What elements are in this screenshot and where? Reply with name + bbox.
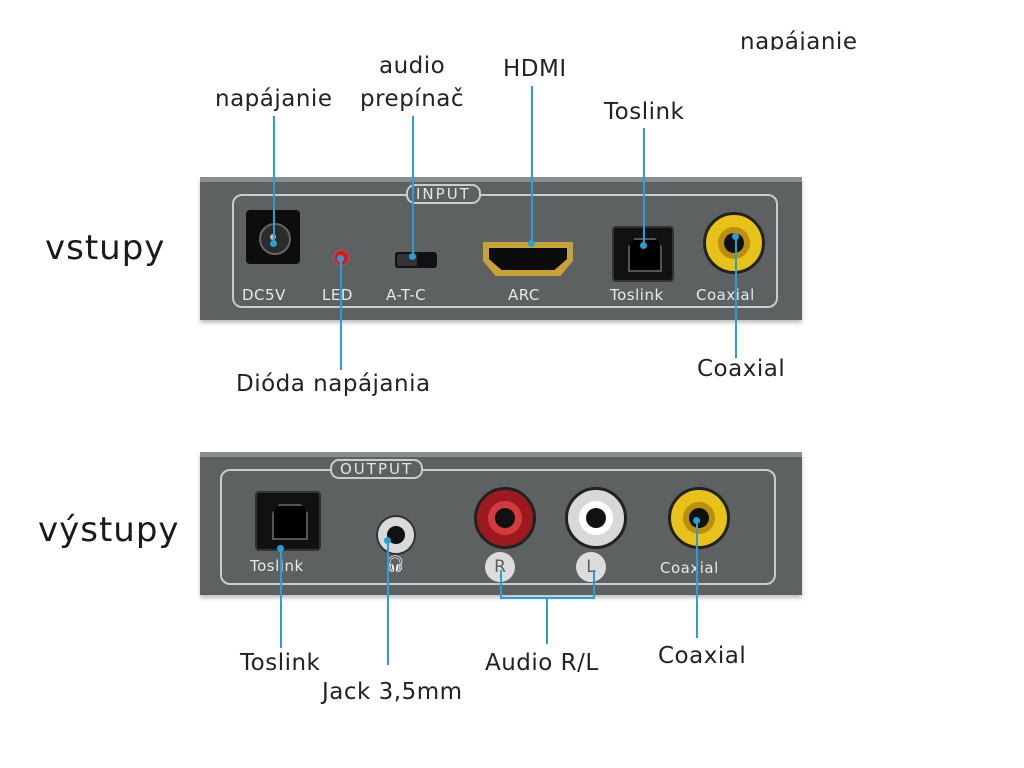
audio-switch	[395, 252, 437, 268]
hdmi-leader-line	[531, 86, 533, 242]
audio-switch-leader-line	[412, 116, 414, 256]
headphone-icon: 🎧︎	[384, 554, 406, 573]
atc-port-label: A-T-C	[386, 286, 427, 304]
output-frame-title: OUTPUT	[330, 459, 424, 479]
audio-r-port	[474, 487, 536, 549]
l-badge: L	[576, 552, 606, 582]
toslink-out-leader-dot	[277, 545, 284, 552]
power-led-label: Dióda napájania	[236, 371, 431, 397]
audio-rl-leader-line	[546, 598, 548, 644]
toslink-in-leader-dot	[640, 242, 647, 249]
coaxial-out-leader-line	[696, 520, 698, 638]
toslink-in-port-label: Toslink	[610, 286, 664, 304]
top-cut-label: napájanie	[740, 30, 858, 50]
output-frame	[220, 469, 776, 585]
coaxial-in-port	[703, 212, 765, 274]
input-panel: INPUT DC5V LED A-T-C ARC Toslink Coaxial	[200, 177, 802, 320]
jack-leader-line	[387, 540, 389, 665]
audio-l-port	[565, 487, 627, 549]
led-leader-line	[340, 258, 342, 370]
dc-port-label: DC5V	[242, 286, 286, 304]
hdmi-label: HDMI	[503, 56, 567, 82]
headphone-jack	[376, 515, 416, 555]
coaxial-out-port-label: Coaxial	[660, 559, 719, 577]
coaxial-in-label: Coaxial	[697, 356, 786, 382]
audio-rl-label: Audio R/L	[485, 650, 599, 676]
coaxial-out-label: Coaxial	[658, 643, 747, 669]
led-leader-dot	[337, 255, 344, 262]
inputs-label: vstupy	[45, 228, 166, 268]
audio-switch-label-2: prepínač	[360, 86, 465, 112]
jack-leader-dot	[384, 537, 391, 544]
led-port-label: LED	[322, 286, 353, 304]
toslink-in-label: Toslink	[604, 99, 685, 125]
coaxial-out-leader-dot	[693, 517, 700, 524]
audio-r-leader-line	[500, 570, 502, 598]
toslink-out-port-label: Toslink	[250, 557, 304, 575]
input-frame-title: INPUT	[406, 184, 481, 204]
power-leader-line	[273, 116, 275, 243]
hdmi-port	[483, 242, 573, 276]
coaxial-in-leader-dot	[732, 233, 739, 240]
hdmi-leader-dot	[528, 240, 535, 247]
toslink-in-leader-line	[643, 128, 645, 245]
toslink-out-port	[255, 491, 321, 551]
audio-switch-leader-dot	[409, 253, 416, 260]
audio-l-leader-line	[593, 570, 595, 598]
power-leader-dot	[270, 240, 277, 247]
toslink-out-label: Toslink	[240, 650, 321, 676]
audio-switch-label-1: audio	[379, 53, 446, 79]
power-label: napájanie	[215, 86, 333, 112]
coaxial-in-leader-line	[735, 236, 737, 358]
arc-port-label: ARC	[508, 286, 540, 304]
jack-label: Jack 3,5mm	[322, 679, 463, 705]
outputs-label: výstupy	[38, 510, 180, 550]
coaxial-in-port-label: Coaxial	[696, 286, 755, 304]
toslink-out-leader-line	[280, 548, 282, 648]
input-frame	[232, 194, 778, 308]
